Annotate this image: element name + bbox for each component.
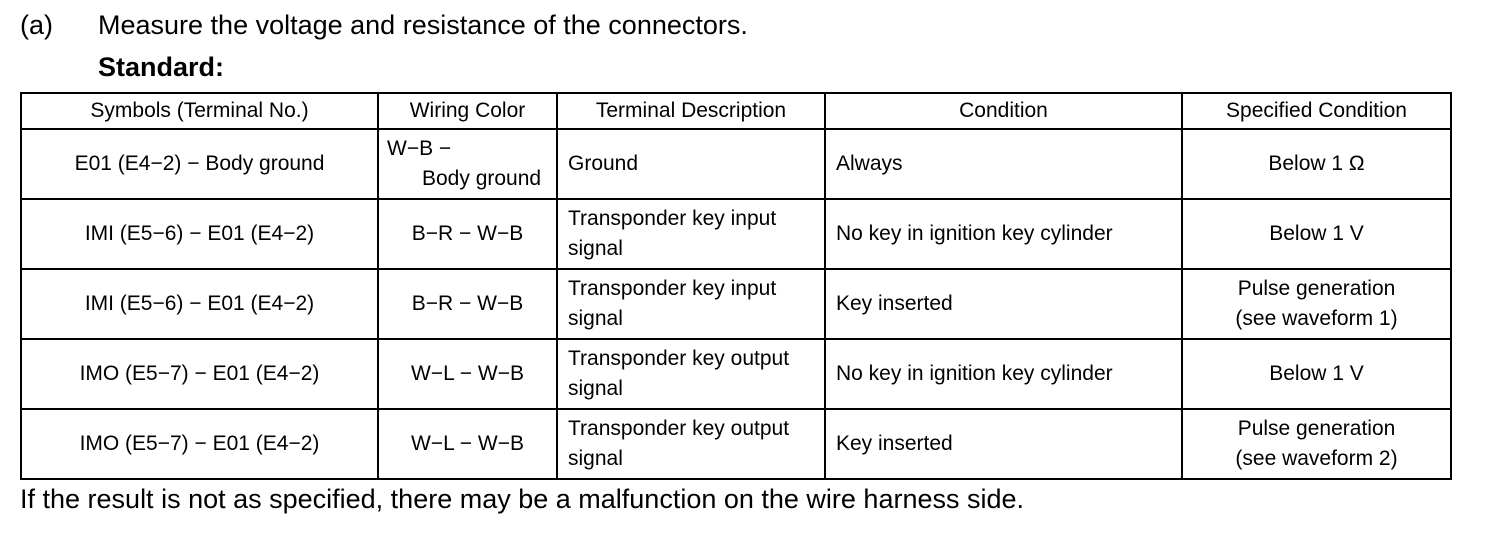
cell-wiring-color: W−L − W−B [377,338,558,410]
wiring-line-2: Body ground [422,167,542,190]
wiring-line-1: W−B − [387,137,452,160]
cell-description: Transponder key input signal [556,268,826,340]
cell-symbols: IMI (E5−6) − E01 (E4−2) [20,268,379,340]
header-specified-condition: Specified Condition [1181,92,1452,130]
standard-label: Standard: [98,52,225,82]
cell-condition: Key inserted [824,268,1183,340]
cell-description: Transponder key input signal [556,198,826,270]
table-row: IMI (E5−6) − E01 (E4−2) B−R − W−B Transp… [20,198,1452,270]
specified-line-2: (see waveform 1) [1235,307,1398,330]
cell-specified: Below 1 V [1181,198,1452,270]
cell-wiring-color: B−R − W−B [377,198,558,270]
cell-symbols: E01 (E4−2) − Body ground [20,128,379,200]
header-condition: Condition [824,92,1183,130]
cell-specified: Pulse generation (see waveform 2) [1181,408,1452,480]
cell-condition: Always [824,128,1183,200]
step-instruction: Measure the voltage and resistance of th… [98,10,748,40]
result-note: If the result is not as specified, there… [20,484,1025,514]
table-row: E01 (E4−2) − Body ground W−B − Body grou… [20,128,1452,200]
table-row: IMO (E5−7) − E01 (E4−2) W−L − W−B Transp… [20,408,1452,480]
table-header-row: Symbols (Terminal No.) Wiring Color Term… [20,92,1452,130]
cell-symbols: IMO (E5−7) − E01 (E4−2) [20,338,379,410]
cell-symbols: IMI (E5−6) − E01 (E4−2) [20,198,379,270]
cell-description: Transponder key output signal [556,408,826,480]
cell-wiring-color: W−L − W−B [377,408,558,480]
specified-line-2: (see waveform 2) [1235,447,1398,470]
cell-specified: Below 1 Ω [1181,128,1452,200]
step-marker: (a) [20,10,53,40]
header-symbols: Symbols (Terminal No.) [20,92,379,130]
specified-line-1: Pulse generation [1237,277,1396,300]
cell-specified: Below 1 V [1181,338,1452,410]
table-row: IMI (E5−6) − E01 (E4−2) B−R − W−B Transp… [20,268,1452,340]
header-wiring-color: Wiring Color [377,92,558,130]
cell-condition: Key inserted [824,408,1183,480]
table-row: IMO (E5−7) − E01 (E4−2) W−L − W−B Transp… [20,338,1452,410]
cell-description: Transponder key output signal [556,338,826,410]
header-terminal-description: Terminal Description [556,92,826,130]
cell-symbols: IMO (E5−7) − E01 (E4−2) [20,408,379,480]
cell-wiring-color: W−B − Body ground [377,128,558,200]
cell-specified: Pulse generation (see waveform 1) [1181,268,1452,340]
cell-condition: No key in ignition key cylinder [824,338,1183,410]
cell-description: Ground [556,128,826,200]
standard-table: Symbols (Terminal No.) Wiring Color Term… [20,92,1452,480]
specified-line-1: Pulse generation [1237,417,1396,440]
cell-wiring-color: B−R − W−B [377,268,558,340]
cell-condition: No key in ignition key cylinder [824,198,1183,270]
